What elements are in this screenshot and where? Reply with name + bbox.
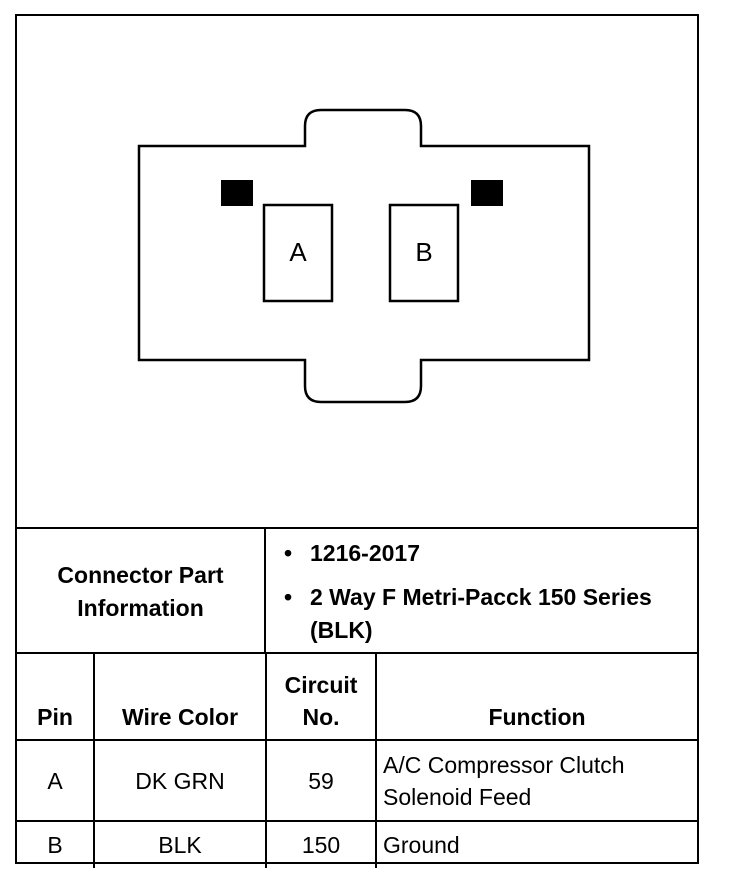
terminal-lock-tab-left (221, 180, 253, 206)
header-circuit-line2: No. (302, 704, 340, 730)
cell-function: Ground (375, 820, 697, 868)
function-line1: Ground (383, 832, 460, 858)
connector-description: 2 Way F Metri-Pacck 150 Series (BLK) (310, 584, 652, 643)
part-number: 1216-2017 (310, 540, 420, 566)
connector-part-info: Connector Part Information • 1216-2017 •… (17, 527, 697, 654)
part-info-item: • 1216-2017 (284, 537, 670, 570)
cell-pin: B (17, 820, 95, 868)
terminal-lock-tab-right (471, 180, 503, 206)
part-info-label-line1: Connector Part (57, 561, 224, 588)
part-info-label-line2: Information (77, 594, 204, 621)
cell-pin: A (17, 739, 95, 822)
header-wire-color: Wire Color (93, 652, 267, 741)
part-info-label: Connector Part Information (17, 529, 266, 654)
cell-wire-color: DK GRN (93, 739, 267, 822)
table-row: B BLK 150 Ground (17, 820, 697, 868)
pinout-header-row: Pin Wire Color Circuit No. Function (17, 652, 697, 741)
function-line2: Solenoid Feed (383, 783, 532, 810)
part-info-item: • 2 Way F Metri-Pacck 150 Series (BLK) (284, 581, 670, 647)
header-circuit-line1: Circuit (284, 672, 358, 698)
pin-label-b: B (415, 237, 432, 267)
connector-body-outline (137, 108, 591, 404)
part-info-list: • 1216-2017 • 2 Way F Metri-Pacck 150 Se… (266, 529, 697, 654)
cell-circuit: 59 (265, 739, 377, 822)
header-pin: Pin (17, 652, 95, 741)
connector-face-drawing: A B (137, 108, 591, 404)
header-circuit-no: Circuit No. (265, 652, 377, 741)
pin-cavity-b (388, 203, 460, 303)
function-line1: A/C Compressor Clutch (383, 751, 625, 778)
cell-wire-color: BLK (93, 820, 267, 868)
table-row: A DK GRN 59 A/C Compressor Clutch Soleno… (17, 739, 697, 822)
bullet-icon: • (284, 584, 293, 610)
pinout-table: Pin Wire Color Circuit No. Function A DK… (17, 652, 697, 868)
header-function: Function (375, 652, 697, 741)
connector-diagram: A B (17, 16, 697, 528)
bullet-icon: • (284, 540, 293, 566)
cell-function: A/C Compressor Clutch Solenoid Feed (375, 739, 697, 822)
pin-cavity-a (262, 203, 334, 303)
pin-label-a: A (289, 237, 307, 267)
cell-circuit: 150 (265, 820, 377, 868)
connector-sheet: A B Connector Part Information • 1216-20… (15, 14, 699, 868)
